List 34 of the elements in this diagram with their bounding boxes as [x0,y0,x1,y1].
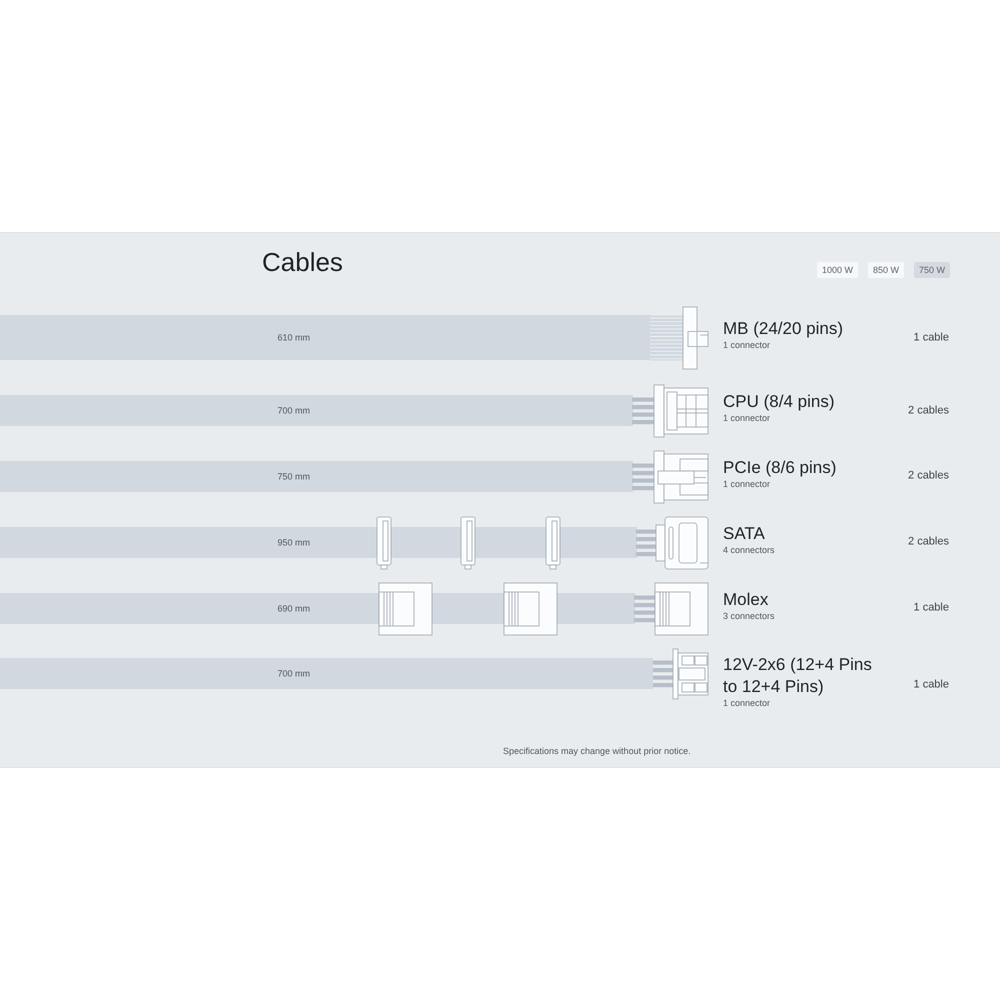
cable-name: SATA [723,522,765,544]
wattage-tab: 1000 W [816,262,858,278]
cable-count: 2 cables [908,470,949,482]
connector-count: 1 connector [723,698,770,708]
cable-name: PCIe (8/6 pins) [723,456,836,478]
cable-count: 1 cable [914,332,949,344]
wattage-tab: 750 W [914,262,950,278]
cable-band [0,527,637,558]
cable-length: 690 mm [277,603,310,614]
cable-length: 610 mm [277,332,310,343]
cable-count: 2 cables [908,404,949,418]
cable-count: 1 cable [914,602,949,614]
cable-band [0,315,650,360]
cable-length: 700 mm [277,668,310,679]
cable-name: CPU (8/4 pins) [723,390,834,412]
cable-length: 700 mm [277,405,310,416]
connector-count: 3 connectors [723,610,775,622]
cable-length: 950 mm [277,537,310,548]
cable-count: 2 cables [908,536,949,548]
title: Cables [262,247,343,277]
connector-count: 4 connectors [723,544,775,556]
connector-count: 1 connector [723,340,770,350]
cable-count: 1 cable [914,678,949,692]
cable-band [0,658,653,689]
cable-name: Molex [723,588,768,610]
cable-length: 750 mm [277,471,310,482]
wattage-tab: 850 W [868,262,904,278]
footnote: Specifications may change without prior notice. [503,746,691,757]
cable-band [0,395,633,426]
connector-count: 1 connector [723,412,770,424]
cable-band [0,461,633,492]
cable-name: MB (24/20 pins) [723,318,843,340]
cable-name: 12V-2x6 (12+4 Pins to 12+4 Pins) [723,654,873,698]
connector-count: 1 connector [723,478,770,490]
